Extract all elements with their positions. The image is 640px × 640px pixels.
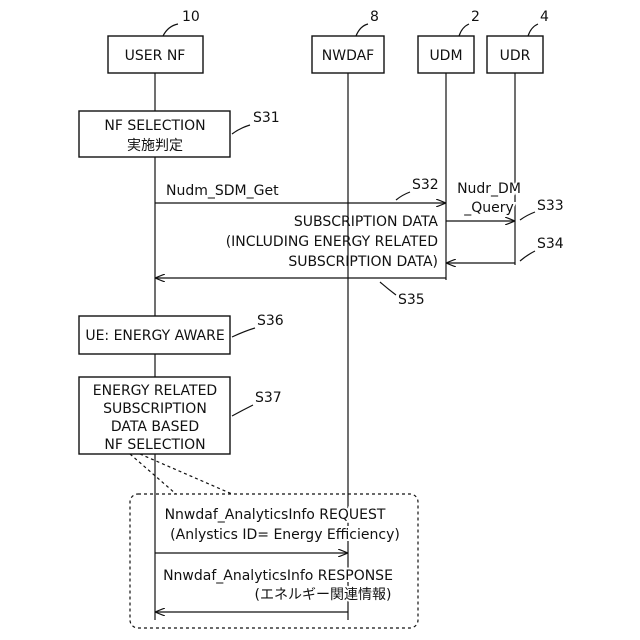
entity-nwdaf: NWDAF 8 (312, 9, 384, 73)
box-s37-line-1: ENERGY RELATED (93, 383, 217, 399)
message-s34-line-1: SUBSCRIPTION DATA (294, 214, 439, 230)
message-subscription-data: SUBSCRIPTION DATA (INCLUDING ENERGY RELA… (156, 214, 446, 308)
entity-nwdaf-ref: 8 (370, 9, 379, 25)
box-s37-line-3: DATA BASED (111, 419, 199, 435)
box-s37-line-2: SUBSCRIPTION (103, 401, 207, 417)
message-request-line-2: (Anlystics ID= Energy Efficiency) (170, 527, 400, 543)
message-analytics-request: Nnwdaf_AnalyticsInfo REQUEST (Anlystics … (155, 507, 400, 553)
box-s31-line-1: NF SELECTION (104, 118, 205, 134)
step-label-s35: S35 (398, 292, 425, 308)
box-s37-line-4: NF SELECTION (104, 437, 205, 453)
box-nf-selection-decision: NF SELECTION 実施判定 S31 (79, 110, 280, 157)
entity-user-nf-label: USER NF (125, 48, 186, 64)
entity-udr: UDR 4 (487, 9, 549, 73)
entity-udm-ref: 2 (471, 9, 480, 25)
entity-udr-ref: 4 (540, 9, 549, 25)
entity-udm-label: UDM (429, 48, 462, 64)
box-energy-based-nf-selection: ENERGY RELATED SUBSCRIPTION DATA BASED N… (79, 377, 282, 454)
step-label-s32: S32 (412, 177, 439, 193)
message-s34-line-3: SUBSCRIPTION DATA) (288, 254, 438, 270)
box-ue-energy-aware: UE: ENERGY AWARE S36 (79, 313, 284, 354)
message-response-line-1: Nnwdaf_AnalyticsInfo RESPONSE (163, 568, 393, 584)
box-s31-line-2: 実施判定 (127, 138, 183, 154)
entity-user-nf: USER NF 10 (108, 9, 203, 73)
message-nudm-sdm-get: Nudm_SDM_Get S32 (155, 177, 445, 203)
entity-nwdaf-label: NWDAF (322, 48, 374, 64)
step-label-s37: S37 (255, 390, 282, 406)
message-request-line-1: Nnwdaf_AnalyticsInfo REQUEST (165, 507, 386, 523)
message-udr-subscription-data: S34 (447, 236, 564, 263)
entity-udr-label: UDR (500, 48, 531, 64)
box-s36-line-1: UE: ENERGY AWARE (85, 328, 224, 344)
message-s33-line-2: _Query (463, 200, 514, 216)
step-label-s36: S36 (257, 313, 284, 329)
step-label-s34: S34 (537, 236, 564, 252)
message-s34-line-2: (INCLUDING ENERGY RELATED (226, 234, 438, 250)
entity-udm: UDM 2 (418, 9, 480, 73)
message-nudr-dm-query: Nudr_DM _Query S33 (446, 181, 564, 221)
step-label-s33: S33 (537, 198, 564, 214)
entity-user-nf-ref: 10 (182, 9, 200, 25)
message-response-line-2: (エネルギー関連情報) (255, 587, 392, 603)
message-s32-label: Nudm_SDM_Get (166, 183, 279, 199)
step-label-s31: S31 (253, 110, 280, 126)
message-s33-line-1: Nudr_DM (457, 181, 521, 197)
message-analytics-response: Nnwdaf_AnalyticsInfo RESPONSE (エネルギー関連情報… (156, 568, 393, 612)
